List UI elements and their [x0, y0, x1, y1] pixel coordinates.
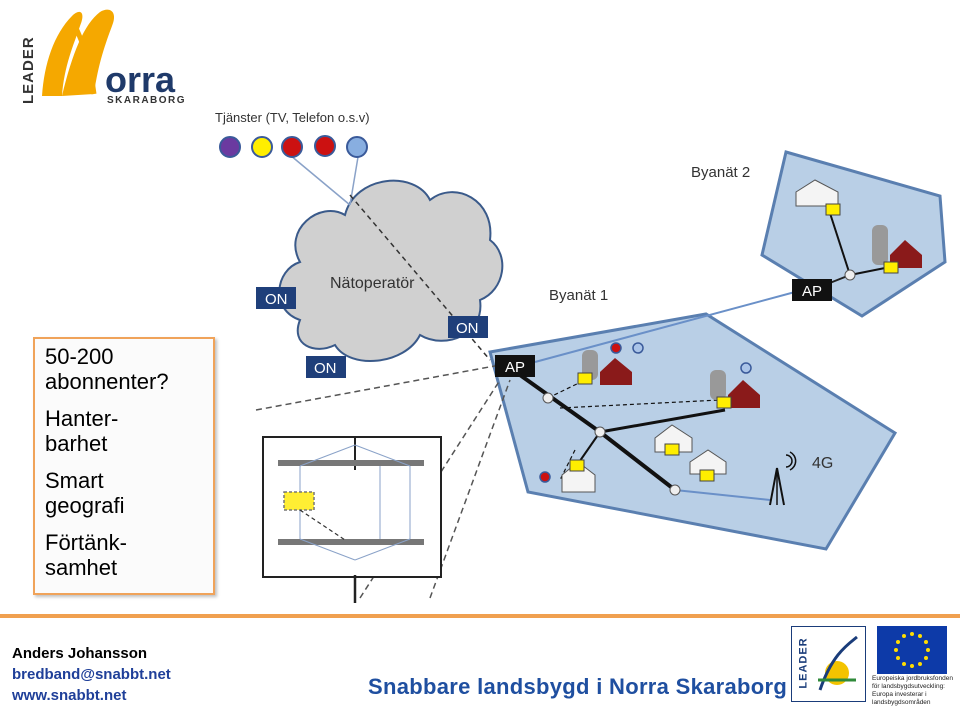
norra-n-logo-icon: [42, 9, 115, 97]
ap-label-2: AP: [802, 283, 822, 300]
leader-badge-logo: LEADER: [791, 626, 866, 702]
question-smart-geography: Smart geografi: [45, 468, 125, 518]
question-foresight: Förtänk- samhet: [45, 530, 127, 580]
farm-icon-3: [872, 225, 922, 268]
services-dots: [219, 135, 368, 158]
village-network-2-area: [760, 150, 947, 318]
junction-node-3: [669, 484, 681, 496]
contact-name: Anders Johansson: [12, 645, 148, 662]
on-box-1: [256, 287, 296, 309]
contact-info: Anders Johansson bredband@snabbt.net www…: [12, 643, 171, 706]
services-label: Tjänster (TV, Telefon o.s.v): [215, 110, 370, 125]
village-network-1-area: [488, 312, 898, 551]
footer-divider: [0, 614, 960, 618]
service-dot-purple: [219, 136, 241, 158]
terminal-box: [699, 469, 715, 482]
house-icon-4: [795, 179, 839, 207]
antenna-icon: [769, 451, 797, 506]
building-cross-section: [262, 436, 442, 603]
farm-icon-2: [710, 370, 760, 408]
village-network-2-label: Byanät 2: [691, 164, 750, 181]
mobile-4g-label: 4G: [812, 455, 833, 472]
junction-node-1: [542, 392, 554, 404]
village-network-1-label: Byanät 1: [549, 287, 608, 304]
ap-label-1: AP: [505, 359, 525, 376]
service-dot-yellow: [251, 136, 273, 158]
service-dot-red-1: [281, 136, 303, 158]
house-icon-2: [689, 449, 727, 475]
leader-badge-text: LEADER: [797, 637, 810, 689]
terminal-box: [716, 396, 732, 409]
operator-cloud: [278, 179, 504, 362]
terminal-box: [577, 372, 593, 385]
terminal-box: [825, 203, 841, 216]
question-manageability: Hanter- barhet: [45, 406, 119, 456]
leader-norra-logo: LEADER orra SKARABORG: [14, 4, 187, 106]
service-dot-red-2: [314, 135, 336, 157]
contact-email-link[interactable]: bredband@snabbt.net: [12, 666, 171, 683]
website-link[interactable]: www.snabbt.net: [12, 687, 127, 704]
question-subscribers: 50-200 abonnenter?: [45, 344, 169, 394]
slogan: Snabbare landsbygd i Norra Skaraborg: [368, 674, 788, 699]
operator-label: Nätoperatör: [330, 275, 415, 292]
service-marker-blue: [632, 342, 644, 354]
terminal-box: [883, 261, 899, 274]
ap-box-1: [495, 355, 535, 377]
network-diagram: Tjänster (TV, Telefon o.s.v) Nätoperatör…: [215, 110, 947, 603]
service-marker-red: [539, 471, 551, 483]
junction-node-2: [594, 426, 606, 438]
logo-region-text: SKARABORG: [107, 95, 187, 106]
ap-box-2: [792, 279, 832, 301]
junction-node-4: [844, 269, 856, 281]
logo-brand-text: orra: [105, 59, 176, 100]
service-marker-red: [610, 342, 622, 354]
on-label-1: ON: [265, 291, 288, 308]
house-icon-1: [654, 424, 693, 453]
on-box-3: [306, 356, 346, 378]
eu-flag-icon: [877, 626, 947, 674]
key-questions-box: 50-200 abonnenter? Hanter- barhet Smart …: [33, 337, 215, 595]
terminal-box: [664, 443, 680, 456]
leader-emblem-icon: [818, 635, 858, 691]
on-label-2: ON: [456, 320, 479, 337]
service-dot-blue: [346, 136, 368, 158]
service-marker-blue: [740, 362, 752, 374]
on-label-3: ON: [314, 360, 337, 377]
eu-caption: Europeiska jordbruksfonden för landsbygd…: [872, 675, 953, 706]
on-box-2: [448, 316, 488, 338]
terminal-box: [569, 459, 585, 472]
